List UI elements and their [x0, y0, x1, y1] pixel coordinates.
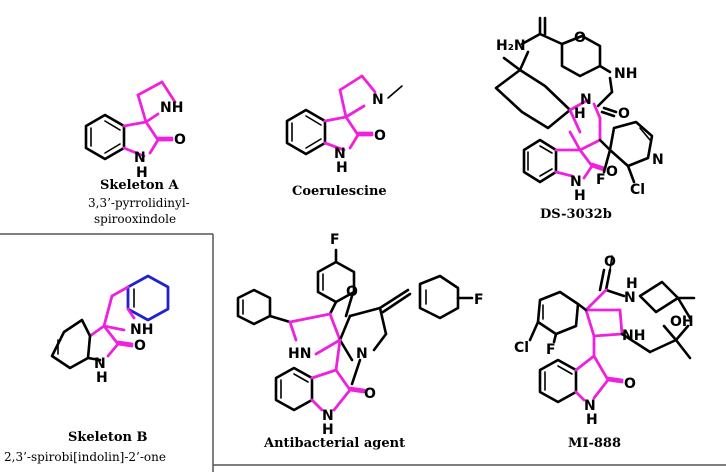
svg-text:N: N: [652, 152, 664, 168]
svg-text:H: H: [96, 370, 108, 386]
antibacterial-agent-name: Antibacterial agent: [264, 436, 406, 451]
svg-text:N: N: [334, 146, 346, 162]
svg-text:O: O: [624, 376, 636, 392]
svg-text:NH: NH: [160, 100, 183, 116]
svg-text:NH: NH: [614, 66, 637, 82]
ds-3032b-name: DS-3032b: [540, 207, 612, 222]
antibacterial-agent-structure: F HN O N F: [236, 232, 484, 438]
svg-text:H: H: [574, 188, 586, 204]
svg-text:H: H: [626, 276, 638, 292]
svg-text:O: O: [174, 132, 186, 148]
skeleton-b-structure: NH O N H: [50, 274, 170, 386]
svg-text:O: O: [374, 128, 386, 144]
coerulescine-name: Coerulescine: [292, 184, 387, 199]
svg-text:N: N: [356, 346, 368, 362]
svg-text:N: N: [372, 92, 384, 108]
skeleton-b-subtitle: 2,3’-spirobi[indolin]-2’-one: [4, 450, 166, 464]
svg-text:N: N: [624, 290, 636, 306]
svg-text:N: N: [570, 174, 582, 190]
svg-text:F: F: [596, 172, 606, 188]
svg-text:H: H: [336, 160, 348, 176]
skeleton-b-name: Skeleton B: [68, 430, 148, 445]
svg-text:N: N: [322, 408, 334, 424]
svg-text:O: O: [574, 30, 586, 46]
skeleton-a-structure: NH O N H: [84, 80, 186, 181]
svg-text:F: F: [330, 232, 340, 248]
svg-text:N: N: [94, 356, 106, 372]
svg-text:O: O: [346, 284, 358, 300]
svg-text:O: O: [604, 254, 616, 270]
svg-text:F: F: [546, 342, 556, 358]
svg-text:O: O: [618, 106, 630, 122]
svg-text:N: N: [580, 92, 592, 108]
svg-text:NH: NH: [130, 322, 153, 338]
svg-text:H: H: [136, 165, 148, 181]
coerulescine-structure: N O N H: [285, 74, 403, 176]
svg-text:H₂N: H₂N: [496, 38, 526, 54]
svg-text:O: O: [134, 338, 146, 354]
skeleton-a-subtitle-line2: spirooxindole: [94, 212, 177, 226]
svg-text:H: H: [322, 422, 334, 438]
mi-888-structure: N H OH O NH Cl F: [514, 254, 696, 428]
svg-text:O: O: [606, 164, 618, 180]
svg-text:N: N: [134, 150, 146, 166]
svg-text:H: H: [574, 106, 586, 122]
svg-text:H: H: [586, 412, 598, 428]
svg-text:NH: NH: [622, 328, 645, 344]
panel-dividers: [0, 233, 726, 472]
svg-text:F: F: [474, 292, 484, 308]
svg-text:HN: HN: [288, 346, 311, 362]
svg-text:OH: OH: [670, 314, 694, 330]
skeleton-a-subtitle-line1: 3,3’-pyrrolidinyl-: [88, 196, 190, 210]
svg-text:Cl: Cl: [514, 340, 529, 356]
ds-3032b-structure: O NH O H₂N N H O N H: [494, 16, 664, 204]
mi-888-name: MI-888: [568, 436, 622, 451]
svg-text:N: N: [584, 398, 596, 414]
svg-text:O: O: [364, 386, 376, 402]
skeleton-a-name: Skeleton A: [100, 178, 179, 193]
svg-text:Cl: Cl: [630, 182, 645, 198]
